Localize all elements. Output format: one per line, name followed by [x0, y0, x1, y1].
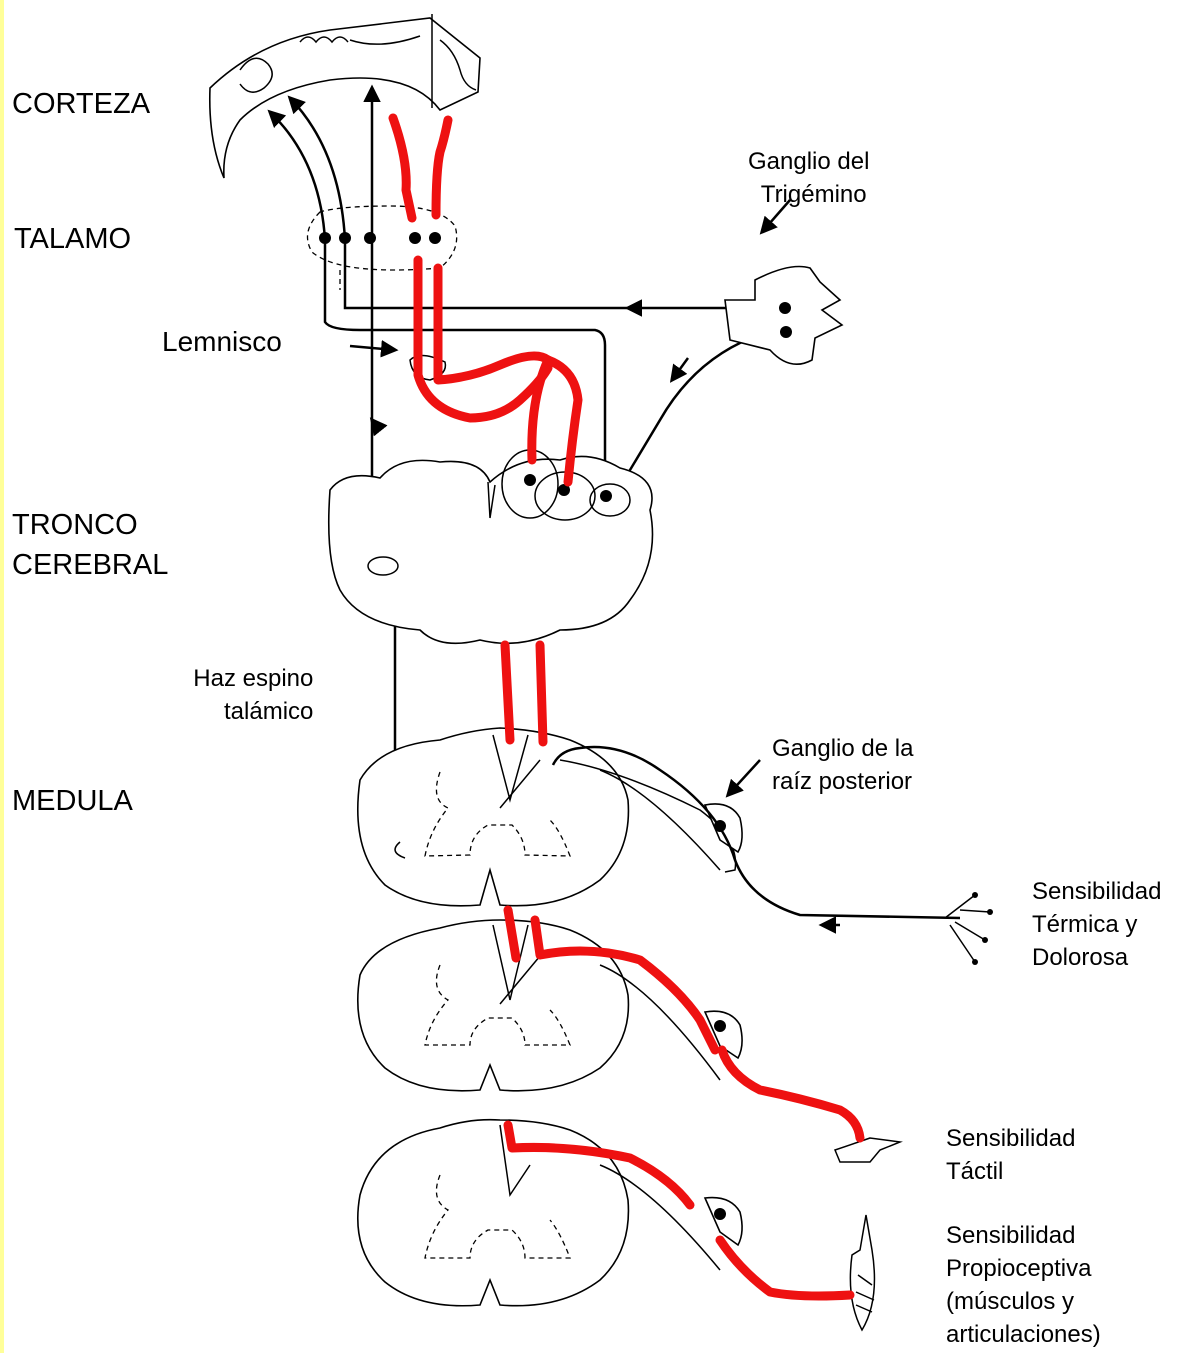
label-haz-espinotalamico: Haz espino talámico [190, 662, 313, 728]
thalamic-neurons [319, 232, 441, 244]
spinal-cord-upper [358, 728, 629, 906]
label-lemnisco: Lemnisco [162, 326, 282, 358]
label-ganglio-trigemino: Ganglio del Trigémino [748, 145, 869, 211]
spinal-cord-middle [358, 920, 629, 1091]
label-sensibilidad-termica: Sensibilidad Térmica y Dolorosa [1032, 875, 1161, 974]
level-label-corteza: CORTEZA [12, 88, 150, 121]
level-label-talamo: TALAMO [14, 223, 131, 256]
label-propio-line4: articulaciones) [946, 1318, 1101, 1351]
dorsal-root-ganglion-lower [600, 1165, 874, 1330]
label-termica-line1: Sensibilidad [1032, 875, 1161, 908]
label-haz-line2: talámico [190, 695, 313, 728]
label-termica-line2: Térmica y [1032, 908, 1161, 941]
label-sensibilidad-propioceptiva: Sensibilidad Propioceptiva (músculos y a… [946, 1219, 1101, 1351]
brainstem [329, 450, 653, 643]
label-tactil-line2: Táctil [946, 1155, 1075, 1188]
label-ganglio-raiz: Ganglio de la raíz posterior [772, 732, 913, 798]
label-tactil-line1: Sensibilidad [946, 1122, 1075, 1155]
label-termica-line3: Dolorosa [1032, 941, 1161, 974]
label-ganglio-trigemino-line2: Trigémino [748, 178, 869, 211]
label-haz-line1: Haz espino [190, 662, 313, 695]
level-label-medula: MEDULA [12, 785, 133, 818]
trigeminal-ganglion [725, 200, 842, 364]
label-propio-line3: (músculos y [946, 1285, 1101, 1318]
lemniscus-node [350, 346, 445, 380]
level-label-cerebral: CEREBRAL [12, 549, 168, 582]
label-propio-line2: Propioceptiva [946, 1252, 1101, 1285]
level-label-tronco: TRONCO [12, 509, 138, 542]
label-ganglio-raiz-line1: Ganglio de la [772, 732, 913, 765]
label-propio-line1: Sensibilidad [946, 1219, 1101, 1252]
label-ganglio-trigemino-line1: Ganglio del [748, 145, 869, 178]
label-ganglio-raiz-line2: raíz posterior [772, 765, 913, 798]
label-sensibilidad-tactil: Sensibilidad Táctil [946, 1122, 1075, 1188]
